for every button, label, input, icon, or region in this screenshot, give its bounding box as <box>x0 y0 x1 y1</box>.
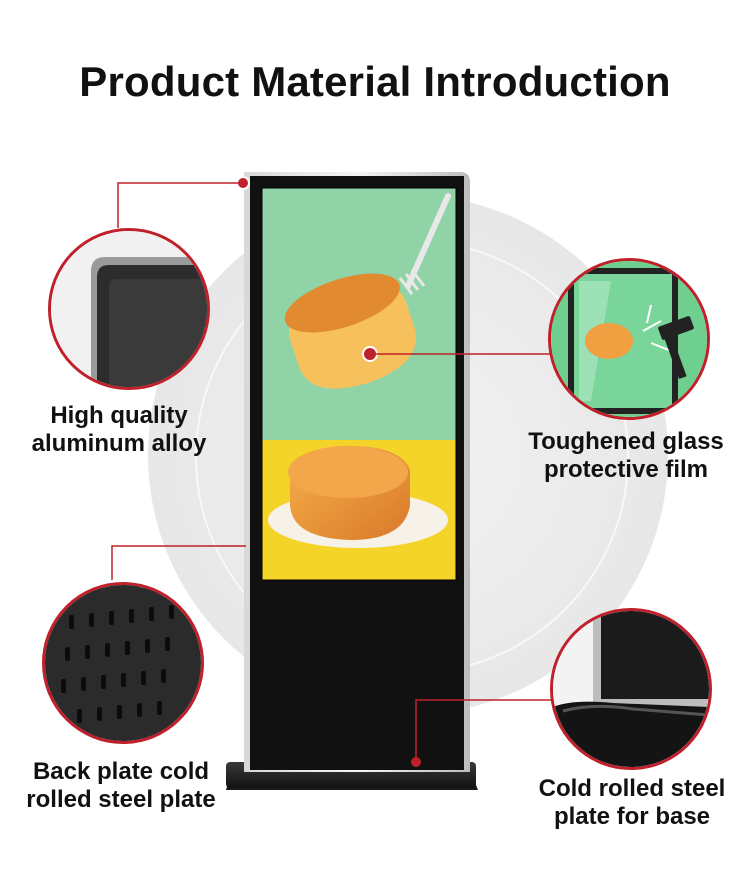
hammer-icon <box>658 316 694 379</box>
vent-slots <box>61 605 174 723</box>
caption-line-2: rolled steel plate <box>26 786 216 813</box>
zoom-toughened-glass <box>548 258 710 420</box>
zoom-steel-base <box>550 608 712 770</box>
zoom-aluminum-frame <box>48 228 210 390</box>
caption-line-1: Back plate cold <box>32 758 210 785</box>
page-title: Product Material Introduction <box>79 58 671 105</box>
caption-line-2: plate for base <box>553 803 711 830</box>
caption-steel-base: Cold rolled steel plate for base <box>516 775 748 831</box>
caption-line-1: Toughened glass <box>528 428 724 455</box>
fork-icon <box>398 193 451 295</box>
callout-dot-base <box>411 757 421 767</box>
caption-line-1: High quality <box>50 402 188 429</box>
caption-line-1: Cold rolled steel <box>538 775 726 802</box>
caption-line-2: protective film <box>543 456 709 483</box>
callout-lines <box>111 182 572 758</box>
caption-back-plate: Back plate cold rolled steel plate <box>6 758 236 814</box>
caption-aluminum-alloy: High quality aluminum alloy <box>14 402 224 458</box>
screen-display <box>262 188 456 580</box>
caption-toughened-glass: Toughened glass protective film <box>510 428 742 484</box>
caption-line-2: aluminum alloy <box>31 430 207 457</box>
zoom-back-plate <box>42 582 204 744</box>
